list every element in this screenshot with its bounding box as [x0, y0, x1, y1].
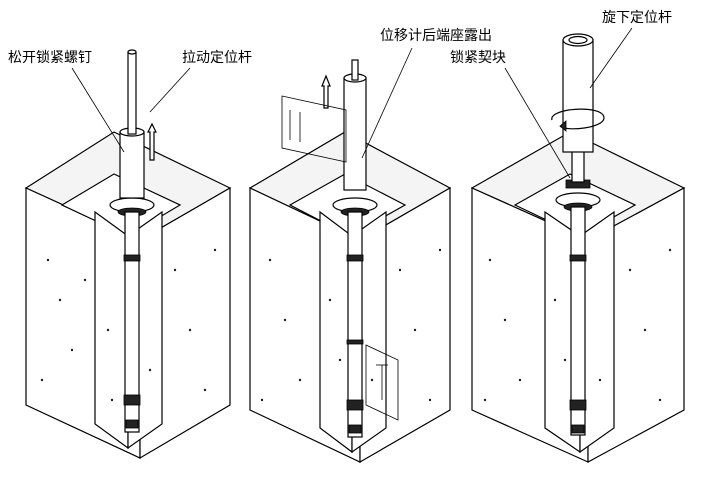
- label-pull-rod: 拉动定位杆: [182, 50, 252, 66]
- panel-1-borehole-block: [24, 49, 232, 460]
- leader-rear-exposed: [361, 47, 413, 159]
- leader-lock-wedge: [504, 67, 571, 179]
- label-rear-exposed: 位移计后端座露出: [380, 28, 492, 44]
- panel-3-borehole-block: [470, 33, 686, 464]
- label-loosen-screw: 松开锁紧螺钉: [8, 50, 92, 66]
- label-unscrew-rod: 旋下定位杆: [602, 10, 672, 26]
- leader-pull-rod: [149, 67, 191, 113]
- label-lock-wedge: 锁紧契块: [450, 50, 506, 66]
- panel-2-borehole-block: [248, 59, 452, 464]
- leader-loosen-screw: [71, 67, 125, 153]
- leader-unscrew-rod: [589, 27, 633, 89]
